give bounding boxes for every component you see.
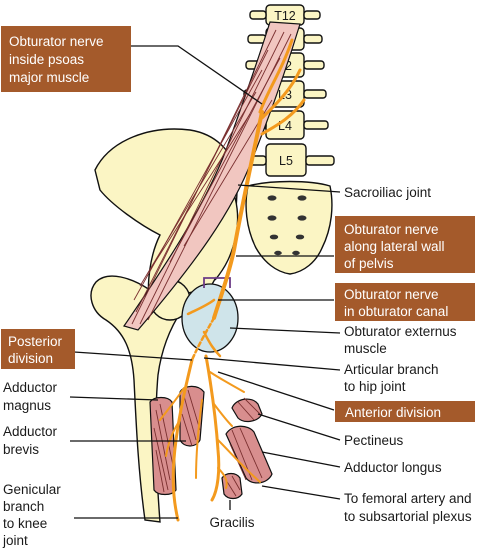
- label-gracilis: Gracilis: [209, 515, 254, 530]
- label-line: along lateral wall: [344, 239, 445, 254]
- label-line: division: [8, 351, 53, 366]
- leader-magnus: [69, 396, 159, 401]
- leader-femoral: [261, 485, 341, 500]
- label-line: Genicular: [3, 482, 61, 497]
- label-line: Adductor: [3, 380, 58, 395]
- label-lateral-wall: Obturator nerve along lateral wall of pe…: [335, 216, 475, 273]
- label-adductor-longus: Adductor longus: [344, 460, 442, 475]
- leader-articular: [203, 357, 341, 371]
- vertebra-process: [303, 34, 323, 44]
- gracilis-muscle: [221, 472, 243, 500]
- label-sacroiliac-joint: Sacroiliac joint: [344, 185, 431, 200]
- label-line: to knee: [3, 516, 47, 531]
- psoas-major-muscle: [123, 21, 301, 331]
- sacral-foramina: [267, 195, 307, 256]
- label-genicular-branch: Genicular branch to knee joint: [2, 482, 61, 548]
- label-femoral-artery: To femoral artery and to subsartorial pl…: [344, 491, 472, 524]
- leader-longus: [261, 451, 341, 468]
- label-posterior-division: Posterior division: [1, 329, 75, 369]
- label-line: in obturator canal: [344, 304, 448, 319]
- ilium-bone: [94, 128, 239, 307]
- pectineus-muscle: [231, 397, 263, 423]
- leader-psoas: [130, 45, 263, 105]
- leader-sacroiliac: [237, 184, 341, 193]
- label-line: Obturator externus: [344, 324, 457, 339]
- leader-lines: [69, 45, 341, 519]
- adductor-longus-muscle: [225, 425, 273, 484]
- vertebra-process: [303, 89, 327, 99]
- label-line: joint: [2, 533, 28, 548]
- vertebra-process: [305, 155, 335, 166]
- vertebra-process: [303, 10, 321, 20]
- sacrum-bone: [245, 180, 333, 275]
- label-line: To femoral artery and: [344, 491, 472, 506]
- label-adductor-brevis: Adductor brevis: [3, 424, 58, 457]
- label-line: Obturator nerve: [344, 287, 439, 302]
- label-line: Posterior: [8, 334, 63, 349]
- label-obturator-canal: Obturator nerve in obturator canal: [335, 283, 475, 321]
- psoas-fibers: [131, 29, 292, 325]
- adductor-magnus-muscle: [149, 396, 177, 496]
- vertebra-label: T12: [274, 9, 296, 23]
- obturator-nerve: [159, 38, 306, 522]
- label-line: to subsartorial plexus: [344, 509, 472, 524]
- vertebra-process: [303, 60, 325, 70]
- label-adductor-magnus: Adductor magnus: [3, 380, 58, 413]
- leader-pectineus: [257, 413, 341, 441]
- label-obturator-psoas: Obturator nerve inside psoas major muscl…: [1, 26, 131, 92]
- label-line: inside psoas: [9, 52, 84, 67]
- label-articular-branch: Articular branch to hip joint: [344, 362, 439, 394]
- label-line: branch: [3, 499, 44, 514]
- label-line: Adductor: [3, 424, 58, 439]
- leader-posterior: [73, 351, 193, 361]
- label-line: magnus: [3, 398, 51, 413]
- obturator-canal-bracket: [203, 277, 231, 288]
- label-line: major muscle: [9, 70, 89, 85]
- leader-anterior: [217, 371, 335, 411]
- label-line: Obturator nerve: [9, 34, 104, 49]
- label-obturator-externus: Obturator externus muscle: [344, 324, 457, 356]
- vertebra-label: L5: [279, 154, 293, 168]
- obturator-membrane: [181, 283, 239, 353]
- label-line: brevis: [3, 442, 39, 457]
- vertebra-process: [249, 10, 267, 20]
- vertebra-process: [303, 120, 329, 130]
- label-line: muscle: [344, 341, 387, 356]
- label-line: of pelvis: [344, 256, 394, 271]
- label-anterior-division: Anterior division: [335, 401, 475, 422]
- label-line: Obturator nerve: [344, 222, 439, 237]
- label-pectineus: Pectineus: [344, 433, 404, 448]
- label-line: to hip joint: [344, 379, 406, 394]
- label-line: Anterior division: [345, 405, 441, 420]
- label-line: Articular branch: [344, 362, 439, 377]
- leader-externus: [229, 327, 341, 334]
